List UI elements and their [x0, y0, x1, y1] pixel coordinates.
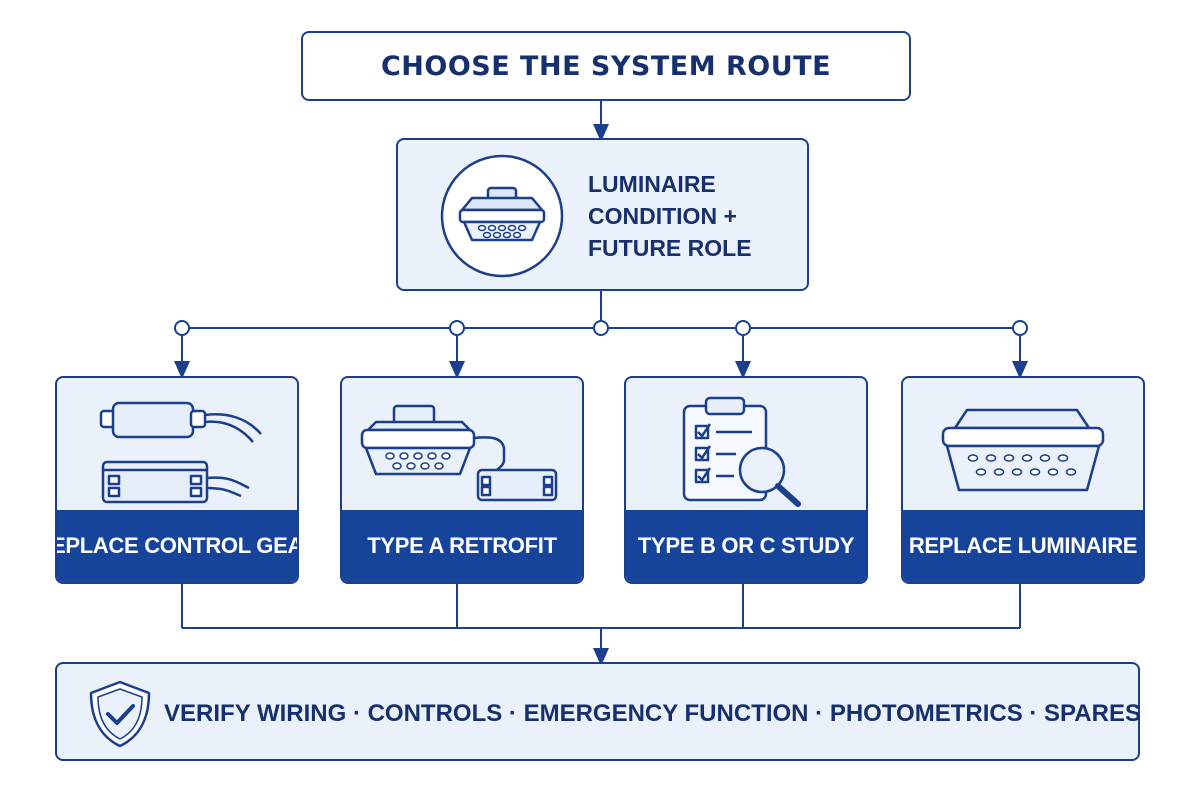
junction-node [735, 320, 751, 336]
decision-line: LUMINAIRE [588, 171, 716, 197]
option-card-type-a-retrofit: TYPE A RETROFIT [340, 376, 584, 584]
junction-node [449, 320, 465, 336]
luminaire-icon [941, 408, 1105, 492]
title-box: CHOOSE THE SYSTEM ROUTE [301, 31, 911, 101]
option-card-type-b-or-c-study: TYPE B OR C STUDY [624, 376, 868, 584]
shield-check-icon [89, 680, 151, 748]
page-title: CHOOSE THE SYSTEM ROUTE [380, 50, 832, 82]
checklist-study-icon [682, 396, 801, 507]
decision-line: FUTURE ROLE [588, 235, 752, 261]
junction-node [593, 320, 609, 336]
junction-node [174, 320, 190, 336]
option-label: TYPE B OR C STUDY [626, 510, 866, 582]
decision-label: LUMINAIRE CONDITION + FUTURE ROLE [588, 168, 798, 264]
option-card-replace-control-gear: REPLACE CONTROL GEAR [55, 376, 299, 584]
option-label: REPLACE CONTROL GEAR [57, 510, 297, 582]
decision-node: LUMINAIRE CONDITION + FUTURE ROLE [396, 138, 809, 291]
option-label: REPLACE LUMINAIRE [903, 510, 1143, 582]
verification-step: VERIFY WIRING · CONTROLS · EMERGENCY FUN… [55, 662, 1141, 761]
luminaire-icon [440, 154, 564, 278]
option-label: TYPE A RETROFIT [342, 510, 582, 582]
retrofit-icon [360, 404, 558, 502]
decision-line: CONDITION + [588, 203, 737, 229]
verification-text: VERIFY WIRING · CONTROLS · EMERGENCY FUN… [164, 699, 1141, 727]
junction-node [1012, 320, 1028, 336]
option-card-replace-luminaire: REPLACE LUMINAIRE [901, 376, 1145, 584]
control-gear-icon [99, 401, 262, 504]
